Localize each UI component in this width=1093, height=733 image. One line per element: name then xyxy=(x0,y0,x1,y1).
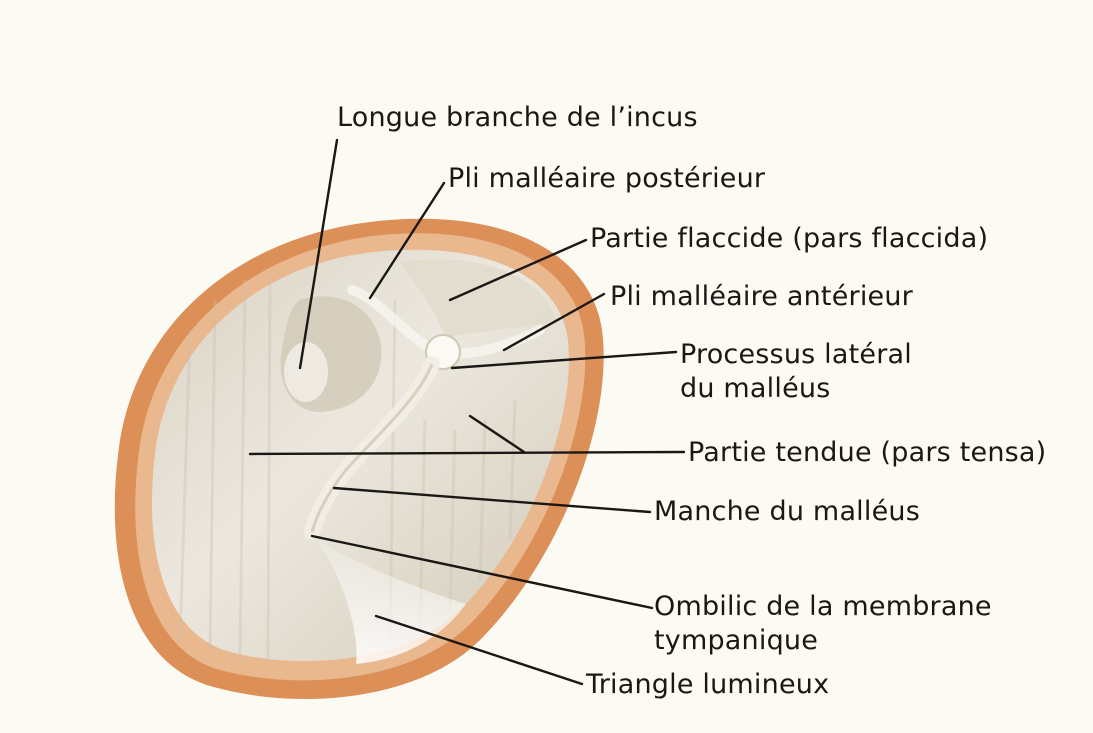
label-ombilic-line2: tympanique xyxy=(654,624,992,658)
label-partie-tendue-text: Partie tendue (pars tensa) xyxy=(688,436,1046,470)
label-manche-malleus: Manche du malléus xyxy=(654,495,920,529)
label-triangle-lumineux: Triangle lumineux xyxy=(586,668,829,702)
label-longue-branche-incus-text: Longue branche de l’incus xyxy=(337,101,698,135)
label-pli-malleaire-posterieur-text: Pli malléaire postérieur xyxy=(448,162,765,196)
label-partie-flaccide-text: Partie flaccide (pars flaccida) xyxy=(590,222,988,256)
label-pli-malleaire-anterieur-text: Pli malléaire antérieur xyxy=(610,280,913,314)
label-triangle-lumineux-text: Triangle lumineux xyxy=(586,668,829,702)
label-processus-lateral-line2: du malléus xyxy=(680,372,912,406)
label-ombilic-line1: Ombilic de la membrane xyxy=(654,590,992,624)
label-partie-tendue: Partie tendue (pars tensa) xyxy=(688,436,1046,470)
label-ombilic: Ombilic de la membrane tympanique xyxy=(654,590,992,658)
label-processus-lateral: Processus latéral du malléus xyxy=(680,338,912,406)
label-longue-branche-incus: Longue branche de l’incus xyxy=(337,101,698,135)
label-pli-malleaire-posterieur: Pli malléaire postérieur xyxy=(448,162,765,196)
label-partie-flaccide: Partie flaccide (pars flaccida) xyxy=(590,222,988,256)
label-pli-malleaire-anterieur: Pli malléaire antérieur xyxy=(610,280,913,314)
label-manche-malleus-text: Manche du malléus xyxy=(654,495,920,529)
label-processus-lateral-line1: Processus latéral xyxy=(680,338,912,372)
